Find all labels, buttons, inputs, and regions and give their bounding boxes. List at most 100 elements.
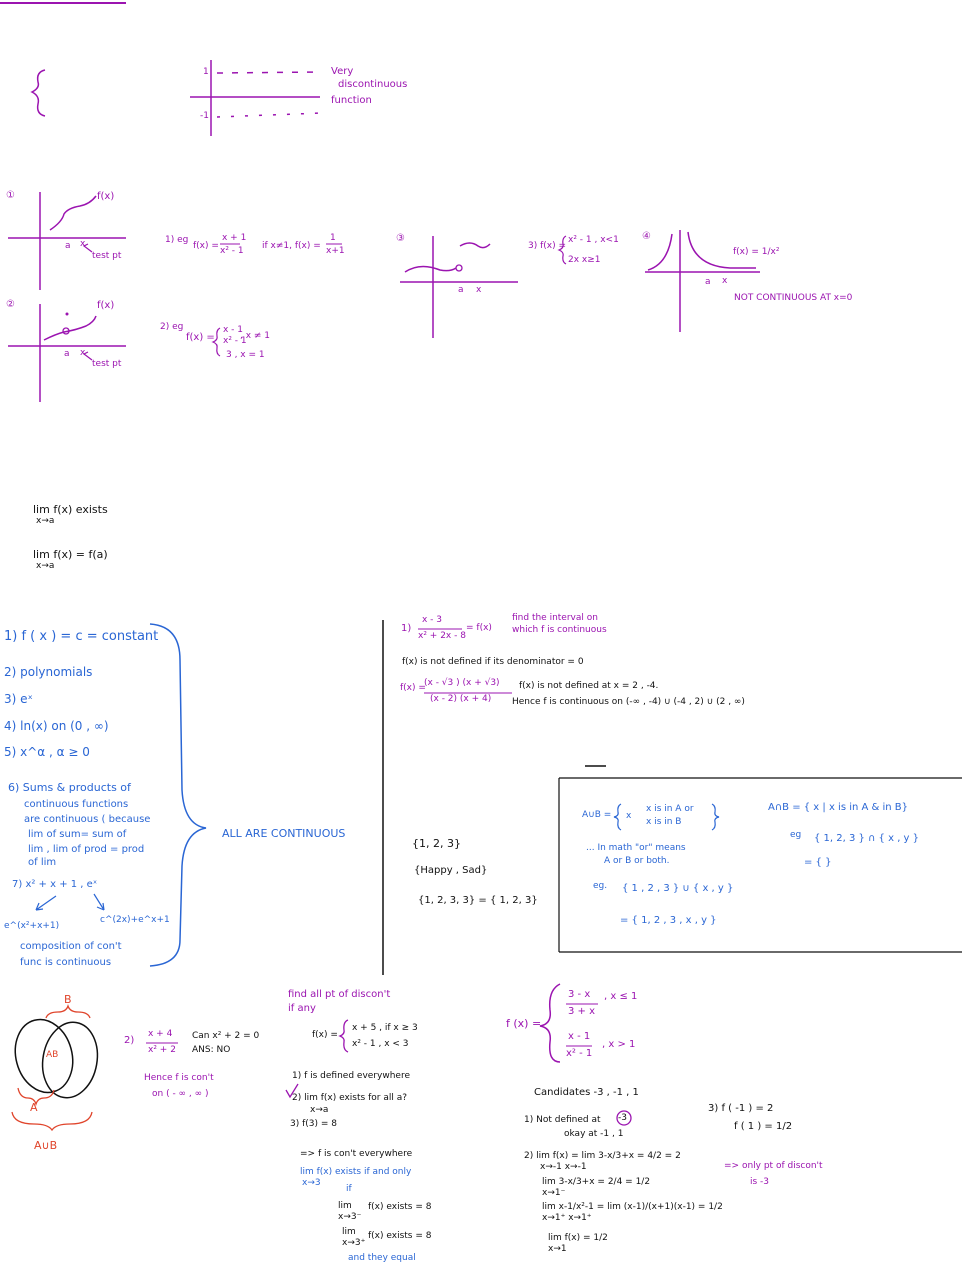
only-pt-2: is -3: [750, 1177, 770, 1187]
big-pw-brace: [539, 983, 561, 1063]
venn-aub: A∪B: [34, 1139, 58, 1152]
union-example: { 1 , 2 , 3 } ∪ { x , y }: [622, 883, 734, 894]
union-b: x is in B: [646, 817, 682, 827]
bf1-num: 3 - x: [568, 989, 591, 1000]
intersection-result: = { }: [804, 857, 832, 868]
g1-test: test pt: [92, 251, 122, 261]
lm2-value: f(x) exists = 8: [368, 1231, 432, 1241]
limit-1: 2) lim f(x) = lim 3-x/3+x = 4/2 = 2: [524, 1151, 681, 1161]
cond-2: 2) lim f(x) exists for all a?: [292, 1093, 407, 1103]
e1-fx: f(x) =: [193, 241, 219, 251]
lim-if: if: [346, 1184, 352, 1194]
g1-x: x: [80, 239, 86, 249]
g4-a: a: [705, 277, 711, 287]
q-frac-num: x - 3: [422, 615, 443, 625]
g2-label: f(x): [97, 300, 115, 311]
implies: => f is con't everywhere: [300, 1149, 413, 1159]
limit-1-sub: x→-1 x→-1: [540, 1162, 587, 1172]
bf-fx: f (x) =: [506, 1017, 542, 1030]
g4-number: ④: [642, 231, 651, 242]
list-item-7e: func is continuous: [20, 957, 112, 968]
g3-hole: [455, 264, 463, 272]
v-frac-num: x + 4: [148, 1029, 173, 1039]
vd-very: Very: [331, 66, 354, 77]
v-number: 2): [124, 1035, 135, 1046]
q-frac-den: x² + 2x - 8: [418, 631, 466, 641]
bf2-cond: , x > 1: [602, 1039, 636, 1050]
g2-hole: [62, 327, 70, 335]
g1-curve: [49, 195, 97, 231]
f-1: f ( 1 ) = 1/2: [734, 1121, 793, 1132]
union-result: = { 1, 2 , 3 , x , y }: [620, 915, 717, 926]
arrow-right: [93, 893, 105, 911]
list-item-6e: lim , lim of prod = prod: [28, 844, 145, 855]
e1-prefix: 1) eg: [165, 235, 189, 245]
okay-at: okay at -1 , 1: [564, 1129, 624, 1139]
g3-left-curve: [404, 265, 457, 273]
list-item-6a: 6) Sums & products of: [8, 781, 131, 794]
g3-right-curve: [459, 242, 491, 249]
g2-number: ②: [6, 299, 15, 310]
vd-lower-dashes: [216, 112, 323, 118]
q-number: 1): [401, 623, 412, 634]
lim-iff: lim f(x) exists if and only: [300, 1167, 412, 1177]
g1-label: f(x): [97, 191, 115, 202]
candidates: Candidates -3 , -1 , 1: [534, 1087, 639, 1098]
g4-x: x: [722, 276, 728, 286]
e1-cond: if x≠1, f(x) =: [262, 241, 321, 251]
e2-brace: [211, 327, 221, 357]
list-item-6f: of lim: [28, 857, 57, 868]
union-x: x: [626, 811, 632, 821]
pw-fx: f(x) =: [312, 1030, 338, 1040]
arrow-left: [35, 895, 57, 911]
bf2-den: x² - 1: [566, 1048, 593, 1059]
limit-4: lim f(x) = 1/2: [548, 1233, 608, 1243]
e2-case1-num: x - 1: [223, 325, 244, 335]
g3-number: ③: [396, 233, 405, 244]
bf1-cond: , x ≤ 1: [604, 991, 638, 1002]
vd-function: function: [331, 95, 372, 106]
pw-brace: [338, 1019, 349, 1053]
r2-num: (x - √3 ) (x + √3): [424, 678, 500, 688]
r3-text: Hence f is continuous on (-∞ , -4) ∪ (-4…: [512, 697, 745, 707]
e3-prefix: 3) f(x) =: [528, 241, 567, 251]
r1-text: f(x) is not defined if its denominator =…: [402, 657, 584, 667]
g2-a: a: [64, 349, 70, 359]
union-a: x is in A or: [646, 804, 694, 814]
limit-equals: lim f(x) = f(a): [33, 548, 108, 561]
e2-case2: 3 , x = 1: [226, 350, 265, 360]
vd-upper-dashes: [216, 71, 323, 74]
venn-ab: AB: [46, 1050, 59, 1060]
g2-x: x: [80, 348, 86, 358]
limit-2-sub: x→1⁻: [542, 1188, 566, 1198]
e2-case1-den: x² - 1: [223, 336, 247, 346]
g1-a: a: [65, 241, 71, 251]
or-text-2: A or B or both.: [604, 856, 670, 866]
a-brace: [17, 1087, 55, 1107]
union-eg: eg.: [593, 881, 608, 891]
e1-r-num: 1: [330, 233, 336, 243]
lm1-value: f(x) exists = 8: [368, 1202, 432, 1212]
left-brace: [30, 69, 46, 117]
e3-case2: 2x x≥1: [568, 255, 601, 265]
g3-x: x: [476, 285, 482, 295]
vd-one: 1: [203, 67, 209, 77]
g1-arrow: [82, 243, 93, 253]
e3-case1: x² - 1 , x<1: [568, 235, 619, 245]
g2-arrow: [82, 351, 93, 361]
e1-num: x + 1: [222, 233, 247, 243]
bf1-den: 3 + x: [568, 1006, 596, 1017]
f-neg1: 3) f ( -1 ) = 2: [708, 1103, 774, 1114]
lm2-sub: x→3⁺: [342, 1238, 366, 1248]
find-2: if any: [288, 1003, 316, 1014]
venn-b: B: [64, 993, 72, 1006]
g4-label: f(x) = 1/x²: [733, 247, 780, 257]
v-frac-den: x² + 2: [148, 1045, 176, 1055]
limit-exists: lim f(x) exists: [33, 503, 108, 516]
list-item-6c: are continuous ( because: [24, 814, 151, 825]
limit-3-sub: x→1⁺ x→1⁺: [542, 1213, 592, 1223]
vd-neg-one: -1: [200, 111, 209, 121]
all-continuous: ALL ARE CONTINUOUS: [222, 827, 346, 840]
and-equal: and they equal: [348, 1253, 416, 1263]
